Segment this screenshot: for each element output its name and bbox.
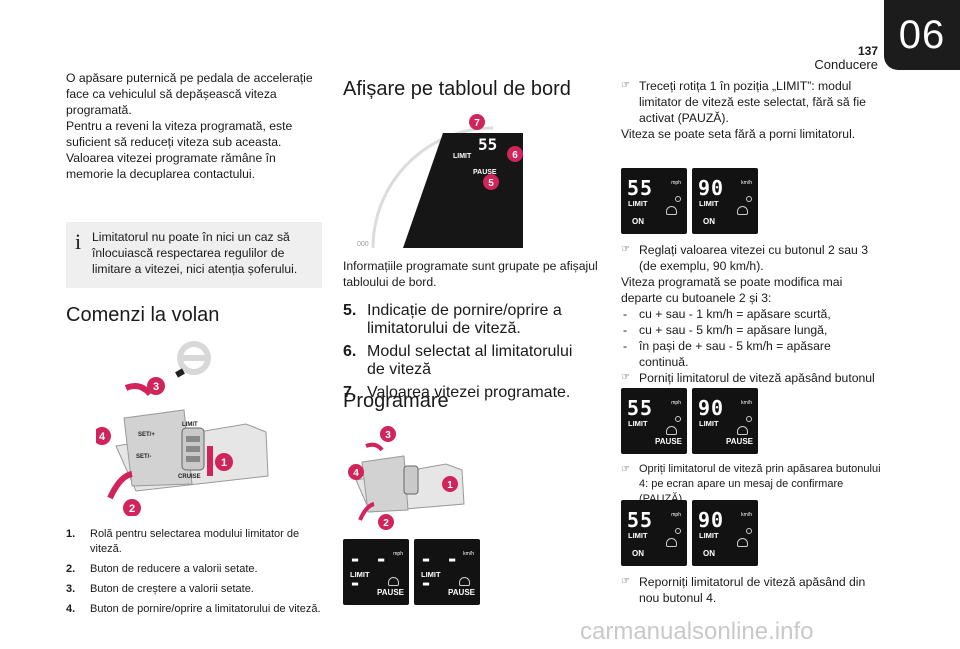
list-item: -cu + sau - 5 km/h = apăsare lungă, bbox=[623, 323, 828, 337]
instruction: ☞Reporniți limitatorul de viteză apăsând… bbox=[621, 575, 866, 605]
chapter-tab: 06 bbox=[884, 0, 960, 70]
svg-text:7: 7 bbox=[474, 118, 480, 129]
display-legend: 5.Indicație de pornire/oprire a limitato… bbox=[343, 302, 593, 407]
paragraph: Viteza se poate seta fără a porni limita… bbox=[621, 127, 856, 141]
steering-wheel-icon bbox=[175, 341, 211, 378]
controls-legend: 1.Rolă pentru selectarea modului limitat… bbox=[66, 527, 328, 622]
column-right-mid: ☞Reglați valoarea vitezei cu butonul 2 s… bbox=[621, 242, 883, 402]
callout-2: 2 bbox=[123, 499, 141, 516]
svg-text:3: 3 bbox=[385, 430, 391, 441]
speed-limiter-icon bbox=[666, 426, 677, 435]
column-middle: Informațiile programate sunt grupate pe … bbox=[343, 258, 598, 290]
heading-programming: Programare bbox=[343, 390, 449, 412]
cluster-display: - - -mph LIMIT PAUSE bbox=[343, 539, 409, 605]
list-item: 2.Buton de reducere a valorii setate. bbox=[66, 563, 258, 575]
list-item: 3.Buton de creștere a valorii setate. bbox=[66, 583, 254, 595]
instrument-cluster-diagram: 55 LIMIT PAUSE 000 7 6 5 bbox=[353, 108, 533, 248]
limit-label: LIMIT bbox=[182, 422, 198, 428]
svg-text:LIMIT: LIMIT bbox=[453, 153, 472, 160]
svg-text:4: 4 bbox=[353, 468, 359, 479]
speed-limiter-icon bbox=[737, 426, 748, 435]
page-number: 137 bbox=[857, 44, 878, 58]
paragraph: Viteza programată se poate modifica mai … bbox=[621, 275, 843, 305]
callout-7: 7 bbox=[469, 114, 485, 130]
callout-1: 1 bbox=[215, 453, 233, 471]
section-title: Conducere bbox=[814, 57, 878, 72]
callout-3: 3 bbox=[380, 426, 396, 442]
svg-text:6: 6 bbox=[512, 150, 518, 161]
watermark: carmanualsonline.info bbox=[580, 618, 814, 645]
column-right-bottom: ☞Reporniți limitatorul de viteză apăsând… bbox=[621, 574, 883, 606]
paragraph: Pentru a reveni la viteza programată, es… bbox=[66, 119, 293, 149]
info-icon: i bbox=[75, 229, 82, 254]
cluster-display: - - -km/h LIMIT PAUSE bbox=[414, 539, 480, 605]
speed-limiter-icon bbox=[459, 577, 470, 586]
set-minus-label: SET/- bbox=[136, 454, 151, 460]
list-item: 1.Rolă pentru selectarea modului limitat… bbox=[66, 528, 300, 555]
list-item: 5.Indicație de pornire/oprire a limitato… bbox=[343, 302, 562, 337]
speed-limiter-icon bbox=[666, 538, 677, 547]
speed-limiter-icon bbox=[666, 206, 677, 215]
svg-text:1: 1 bbox=[447, 480, 453, 491]
heading-dashboard-display: Afișare pe tabloul de bord bbox=[343, 78, 571, 100]
instruction: ☞Reglați valoarea vitezei cu butonul 2 s… bbox=[621, 243, 868, 273]
heading-steering-controls: Comenzi la volan bbox=[66, 304, 220, 326]
speed-limiter-icon bbox=[737, 538, 748, 547]
list-item: 7.Valoarea vitezei programate. bbox=[343, 384, 571, 401]
info-text: Limitatorul nu poate în nici un caz să î… bbox=[92, 230, 298, 276]
instruction: ☞Treceți rotița 1 în poziția „LIMIT”: mo… bbox=[621, 79, 866, 125]
paragraph: O apăsare puternică pe pedala de acceler… bbox=[66, 71, 313, 117]
speed-limiter-icon bbox=[388, 577, 399, 586]
list-item: 6.Modul selectat al limitatorului de vit… bbox=[343, 343, 573, 378]
callout-1: 1 bbox=[442, 476, 458, 492]
svg-text:55: 55 bbox=[478, 135, 497, 154]
list-item: -cu + sau - 1 km/h = apăsare scurtă, bbox=[623, 307, 831, 321]
svg-text:5: 5 bbox=[488, 178, 494, 189]
callout-5: 5 bbox=[483, 174, 499, 190]
stalk-diagram-small: 3 4 1 2 bbox=[348, 426, 465, 530]
display-pair-pause-empty: - - -mph LIMIT PAUSE - - -km/h LIMIT PAU… bbox=[343, 539, 480, 605]
column-right: ☞Treceți rotița 1 în poziția „LIMIT”: mo… bbox=[621, 78, 883, 142]
svg-text:1: 1 bbox=[221, 457, 227, 469]
callout-3: 3 bbox=[147, 377, 165, 395]
svg-text:3: 3 bbox=[153, 381, 159, 393]
svg-text:4: 4 bbox=[99, 431, 106, 443]
svg-text:2: 2 bbox=[383, 518, 389, 529]
list-item: 4.Buton de pornire/oprire a limitatorulu… bbox=[66, 603, 321, 615]
set-plus-label: SET/+ bbox=[138, 432, 155, 438]
column-left: O apăsare puternică pe pedala de acceler… bbox=[66, 70, 326, 182]
list-item: -în pași de + sau - 5 km/h = apăsare con… bbox=[623, 339, 831, 369]
callout-4: 4 bbox=[348, 464, 364, 480]
cruise-label: CRUISE bbox=[178, 474, 201, 480]
svg-text:2: 2 bbox=[129, 503, 135, 515]
callout-6: 6 bbox=[507, 146, 523, 162]
svg-text:PAUSE: PAUSE bbox=[473, 169, 497, 176]
paragraph: Informațiile programate sunt grupate pe … bbox=[343, 259, 598, 289]
info-note: i Limitatorul nu poate în nici un caz să… bbox=[66, 222, 322, 288]
svg-text:000: 000 bbox=[357, 241, 369, 248]
speed-limiter-icon bbox=[737, 206, 748, 215]
paragraph: Valoarea vitezei programate rămâne în me… bbox=[66, 151, 276, 181]
callout-4: 4 bbox=[96, 427, 111, 445]
callout-2: 2 bbox=[378, 514, 394, 530]
steering-stalk-diagram: SET/+ SET/- LIMIT CRUISE 3 4 1 2 bbox=[96, 341, 269, 516]
